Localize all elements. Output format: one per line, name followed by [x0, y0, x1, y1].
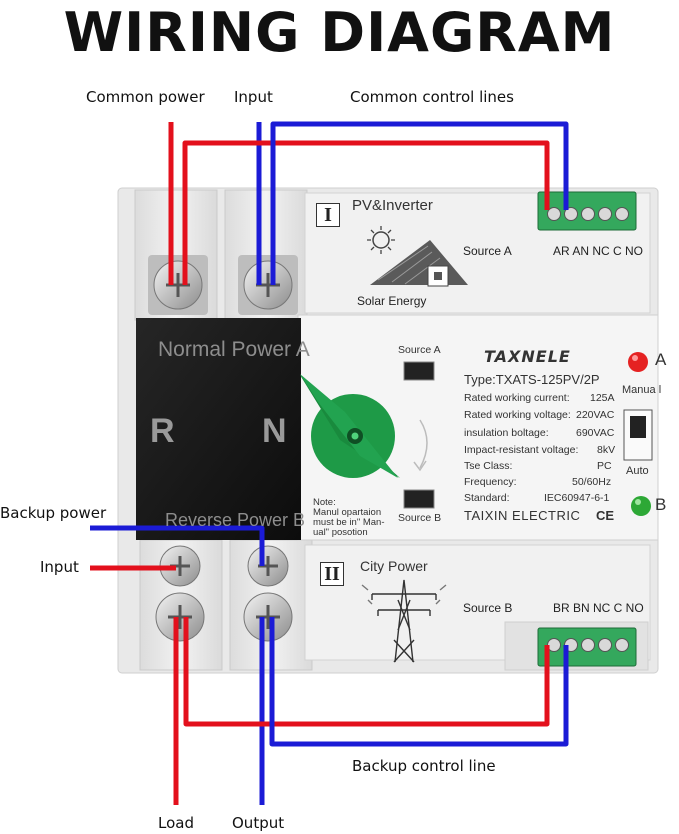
model-type: Type:TXATS-125PV/2P [464, 372, 600, 387]
transmission-tower-icon [361, 579, 447, 663]
backup-control-line-label: Backup control line [352, 757, 496, 775]
black-terminal-cover [136, 318, 301, 540]
normal-power-a-label: Normal Power A [158, 338, 310, 361]
source-a-terminals-label: AR AN NC C NO [553, 244, 644, 258]
spec-label: Rated working voltage: [464, 409, 571, 421]
source-a-window [403, 361, 435, 381]
common-control-blue [270, 121, 569, 285]
source-a-terminal-block [537, 191, 637, 231]
backup-control-blue [269, 617, 569, 747]
ce-mark: CE [596, 508, 615, 523]
spec-label: Rated working current: [464, 392, 570, 404]
n-marking: N [262, 412, 287, 450]
solar-energy-caption: Solar Energy [357, 294, 427, 308]
common-power-label: Common power [86, 88, 205, 106]
spec-value: 8kV [597, 444, 616, 456]
spec-label: Impact-resistant voltage: [464, 444, 579, 456]
manual-label: Manua l [622, 384, 662, 396]
spec-label: Frequency: [464, 476, 517, 488]
reverse-power-b-label: Reverse Power B [165, 510, 306, 530]
common-control-red [182, 140, 550, 285]
spec-value: 220VAC [576, 409, 615, 421]
city-power-label: City Power [360, 558, 428, 574]
backup-power-label: Backup power [0, 504, 107, 522]
top-screw-terminals [148, 255, 298, 315]
source-a-label: Source A [463, 244, 512, 258]
pv-inverter-label: PV&Inverter [352, 197, 433, 214]
switch-source-a-label: Source A [398, 344, 441, 356]
solar-house-icon [367, 226, 468, 287]
output-label: Output [232, 814, 285, 832]
spec-label: insulation boltage: [464, 427, 549, 439]
panel-i-numeral: I [316, 203, 340, 227]
common-control-lines-label: Common control lines [350, 88, 514, 106]
spec-value: PC [597, 460, 612, 472]
spec-value: 125A [590, 392, 615, 404]
spec-label: Standard: [464, 492, 510, 504]
manufacturer-name: TAIXIN ELECTRIC [464, 508, 581, 523]
input-left-label: Input [40, 558, 79, 576]
source-b-terminal-block [537, 627, 637, 667]
source-b-window [403, 489, 435, 509]
spec-value: 690VAC [576, 427, 615, 439]
diagram-title: WIRING DIAGRAM [63, 1, 616, 64]
rotation-arrow [419, 419, 428, 469]
spec-value: IEC60947-6-1 [544, 492, 610, 504]
manual-operation-note: Note: Manul opartaion must be in" Man- u… [313, 497, 385, 538]
source-b-terminals-label: BR BN NC C NO [553, 601, 644, 615]
panel-ii-numeral: II [320, 562, 344, 586]
bottom-screw-terminals [155, 545, 293, 642]
indicator-b-lamp [631, 496, 651, 516]
auto-label: Auto [626, 465, 649, 477]
source-b-label: Source B [463, 601, 513, 615]
input-top-label: Input [234, 88, 273, 106]
indicator-a-label: A [655, 350, 667, 369]
backup-power-wire [90, 525, 265, 566]
spec-value: 50/60Hz [572, 476, 612, 488]
load-label: Load [158, 814, 194, 832]
indicator-b-label: B [655, 495, 667, 514]
switch-source-b-label: Source B [398, 512, 442, 524]
r-marking: R [150, 412, 175, 450]
wires [90, 121, 569, 805]
backup-control-red [183, 617, 550, 727]
indicator-a-lamp [628, 352, 648, 372]
selector-handle[interactable] [300, 374, 400, 478]
spec-label: Tse Class: [464, 460, 513, 472]
brand-logo: TAXNELE [484, 347, 571, 366]
